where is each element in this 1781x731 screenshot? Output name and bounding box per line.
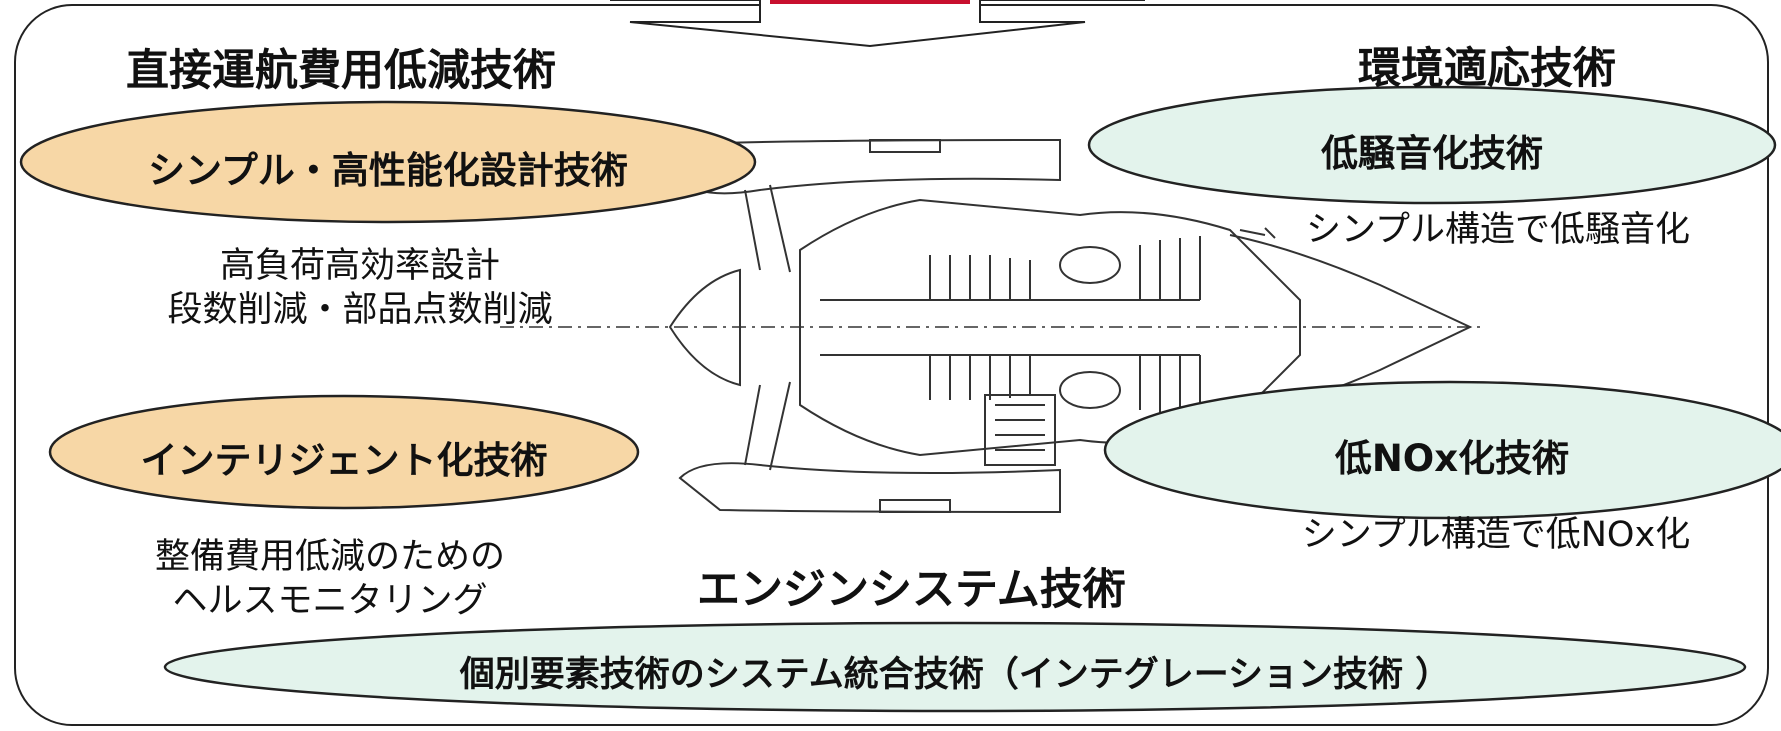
- text-maintenance-line1: 整備費用低減のための: [154, 537, 505, 577]
- label-simple-design: シンプル・高性能化設計技術: [148, 149, 628, 192]
- heading-engine-system: エンジンシステム技術: [697, 565, 1126, 615]
- heading-environment: 環境適応技術: [1358, 44, 1616, 94]
- top-arrow: [610, 0, 1145, 48]
- label-integration: 個別要素技術のシステム統合技術（インテグレーション技術 ）: [459, 655, 1451, 695]
- text-high-load-line1: 高負荷高効率設計: [219, 246, 500, 286]
- text-maintenance-line2: ヘルスモニタリング: [172, 581, 488, 621]
- oval-low-nox: [1103, 380, 1781, 520]
- oval-low-noise: [1087, 85, 1777, 205]
- engine-cross-section: [500, 138, 1480, 514]
- label-intelligent: インテリジェント化技術: [140, 439, 548, 482]
- text-simple-low-noise: シンプル構造で低騒音化: [1306, 210, 1690, 250]
- oval-intelligent: [48, 394, 640, 510]
- oval-simple-design: [19, 100, 757, 224]
- text-health-monitoring: 整備費用低減のための ヘルスモニタリング: [110, 535, 550, 623]
- text-simple-low-nox: シンプル構造で低NOx化: [1301, 515, 1691, 555]
- text-high-load-efficiency: 高負荷高効率設計 段数削減・部品点数削減: [110, 244, 610, 332]
- text-high-load-line2: 段数削減・部品点数削減: [167, 290, 553, 330]
- label-low-noise: 低騒音化技術: [1321, 132, 1543, 175]
- oval-integration: [163, 621, 1747, 713]
- label-low-nox: 低NOx化技術: [1334, 437, 1570, 480]
- heading-direct-operating-cost: 直接運航費用低減技術: [126, 46, 556, 96]
